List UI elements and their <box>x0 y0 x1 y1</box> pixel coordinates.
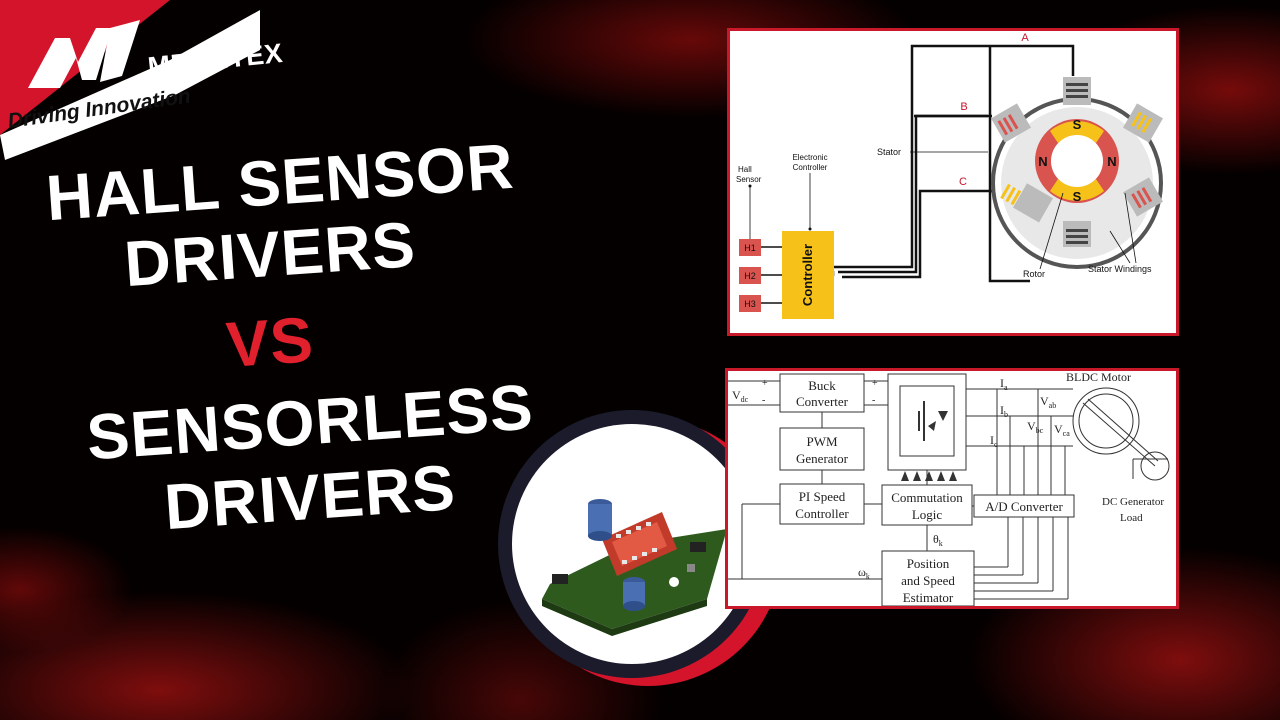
bldc-motor-label: BLDC Motor <box>1066 371 1131 384</box>
stator-windings-label: Stator Windings <box>1088 264 1152 274</box>
pole-s-top: S <box>1073 117 1082 132</box>
hall-sensor-label-2: Sensor <box>736 175 762 184</box>
vdc-label: Vdc <box>732 388 749 404</box>
electronic-controller-label-1: Electronic <box>792 153 827 162</box>
pi-controller-line-2: Controller <box>795 506 849 521</box>
dc-generator-line-1: DC Generator <box>1102 496 1164 508</box>
h3-label: H3 <box>744 299 756 309</box>
ic-label: Ic <box>990 433 998 449</box>
pole-s-bottom: S <box>1073 189 1082 204</box>
omega-label: ωk <box>858 565 870 581</box>
phase-a-label: A <box>1021 32 1029 44</box>
vca-label: Vca <box>1054 422 1070 438</box>
plus-sign-2: + <box>872 378 878 389</box>
dc-generator-line-2: Load <box>1120 512 1143 524</box>
phase-b-label: B <box>960 101 967 113</box>
pole-n-left: N <box>1038 154 1047 169</box>
ad-converter-label: A/D Converter <box>985 499 1063 514</box>
pwm-generator-line-1: PWM <box>806 434 838 449</box>
hall-sensor-diagram: S S N N A B C Stator Rotor Stator Windin… <box>736 32 1163 319</box>
vab-label: Vab <box>1040 394 1056 410</box>
ib-label: Ib <box>1000 403 1008 419</box>
phase-c-label: C <box>959 176 967 188</box>
pi-controller-line-1: PI Speed <box>799 489 846 504</box>
electronic-controller-label-2: Controller <box>793 163 828 172</box>
pole-n-right: N <box>1107 154 1116 169</box>
vbc-label: Vbc <box>1027 419 1044 435</box>
sensorless-block-diagram: Vdc Buck Converter PWM Generator PI Spee… <box>728 370 1170 607</box>
minus-sign-2: - <box>872 395 875 406</box>
commutation-logic-line-2: Logic <box>912 507 943 522</box>
estimator-line-2: and Speed <box>901 573 955 588</box>
ia-label: Ia <box>1000 376 1008 392</box>
rotor-label: Rotor <box>1023 269 1045 279</box>
pcb-driver-image <box>542 499 727 636</box>
estimator-line-3: Estimator <box>903 590 954 605</box>
h2-label: H2 <box>744 271 756 281</box>
stator-label: Stator <box>877 147 901 157</box>
controller-label: Controller <box>800 244 815 306</box>
commutation-logic-line-1: Commutation <box>891 490 963 505</box>
pwm-generator-line-2: Generator <box>796 451 849 466</box>
hall-sensor-diagram-panel: S S N N A B C Stator Rotor Stator Windin… <box>727 28 1179 336</box>
plus-sign-1: + <box>762 378 768 389</box>
minus-sign-1: - <box>762 395 765 406</box>
buck-converter-line-1: Buck <box>808 378 836 393</box>
estimator-line-1: Position <box>907 556 950 571</box>
hall-sensor-label-1: Hall <box>738 165 752 174</box>
mechtex-logo <box>0 0 260 160</box>
theta-label: θk <box>933 532 943 548</box>
h1-label: H1 <box>744 243 756 253</box>
sensorless-diagram-panel: Vdc Buck Converter PWM Generator PI Spee… <box>725 368 1179 609</box>
buck-converter-line-2: Converter <box>796 394 849 409</box>
